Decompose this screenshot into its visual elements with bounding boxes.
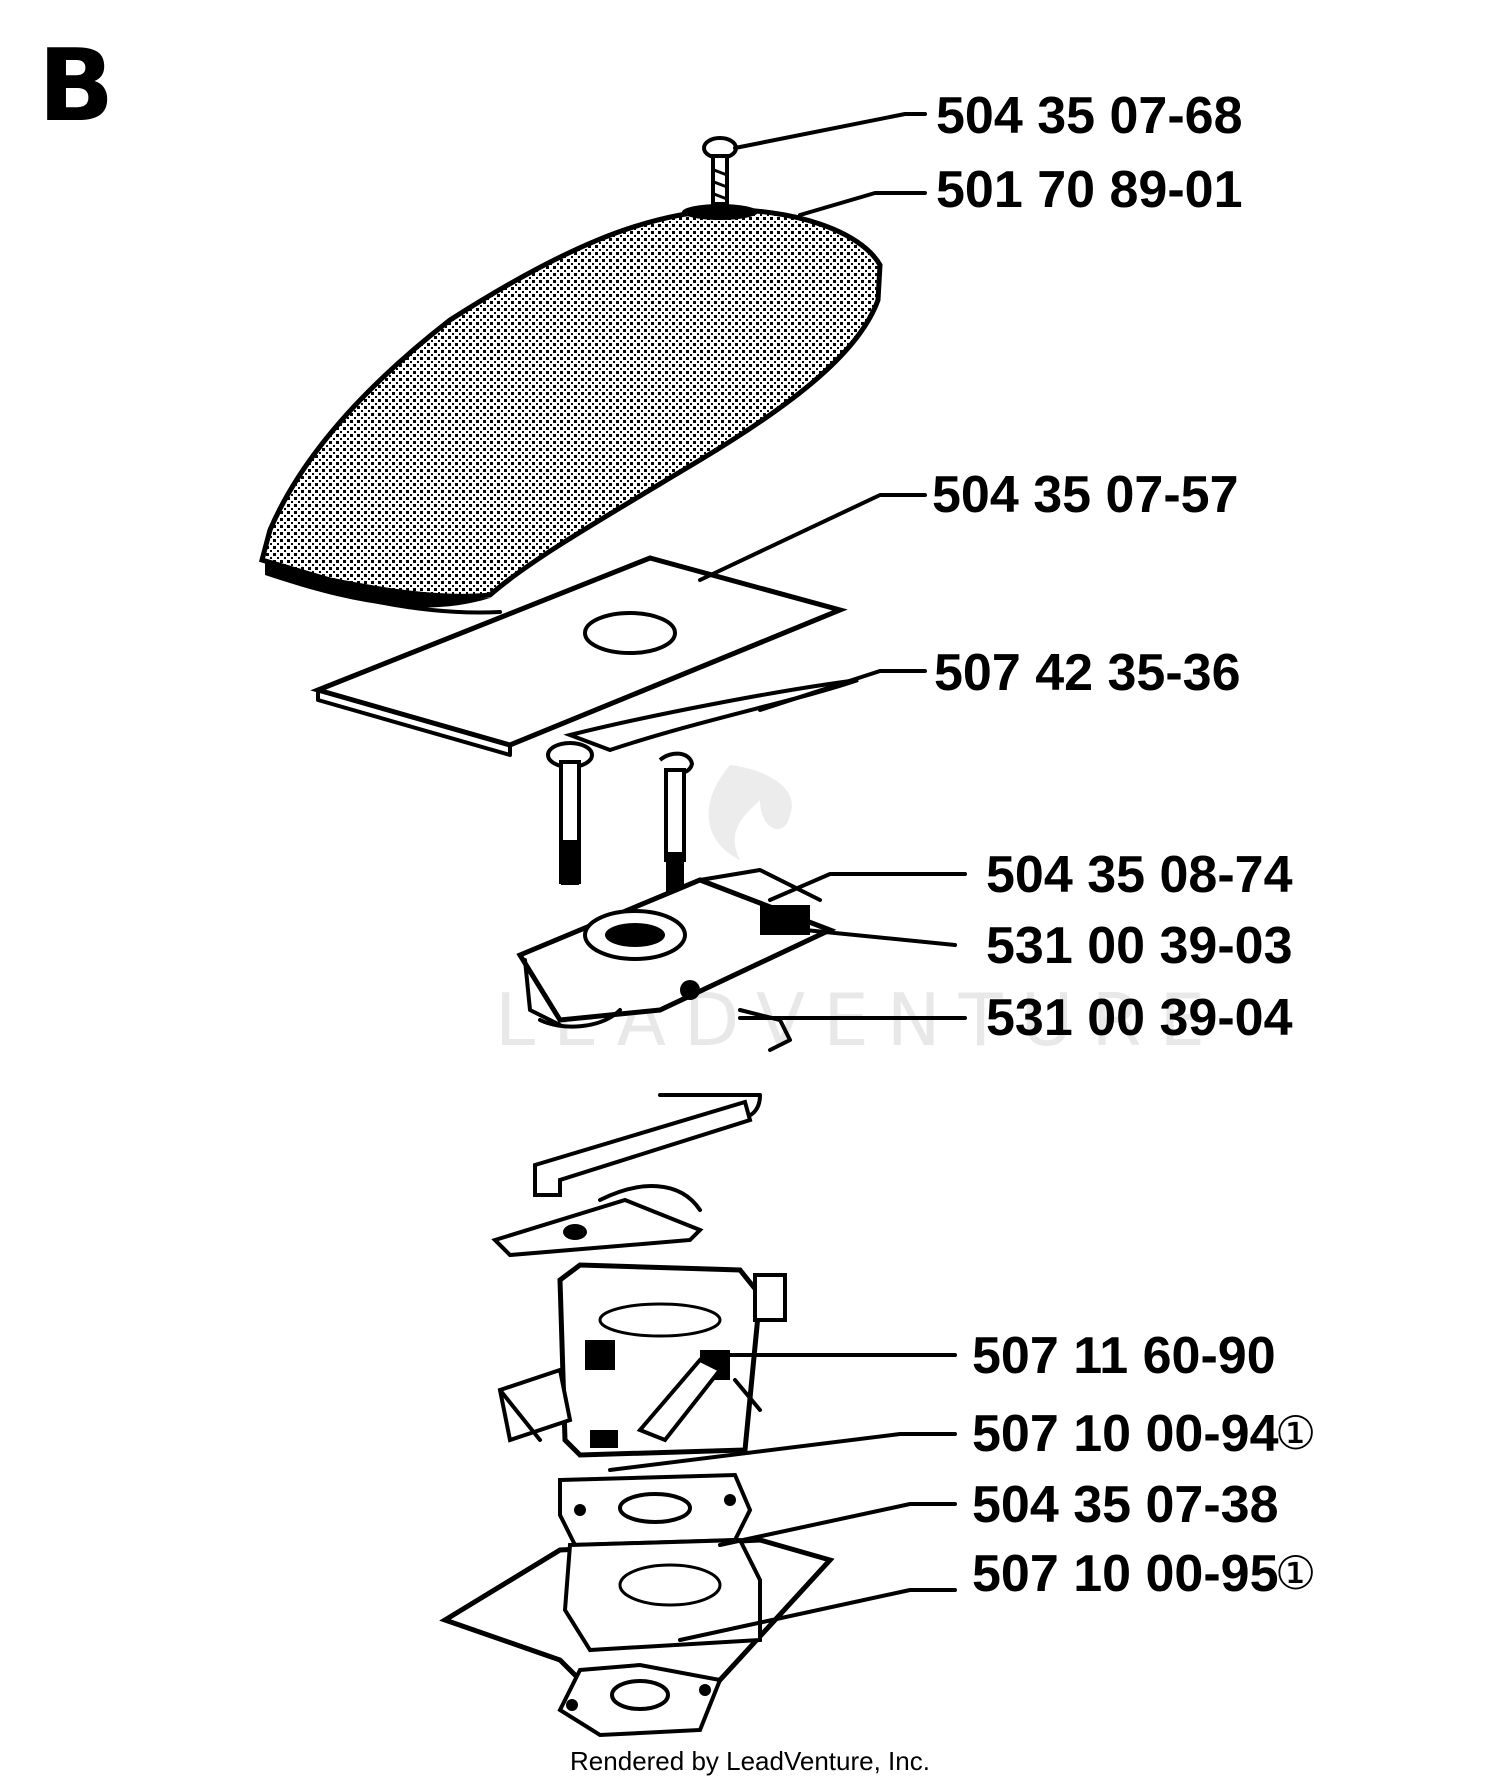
part-label-2: 501 70 89-01 xyxy=(936,161,1243,219)
part-label-8: 507 11 60-90 xyxy=(972,1327,1276,1385)
filter-screw-drawing xyxy=(702,136,738,206)
carburetor-drawing xyxy=(497,1262,787,1458)
studs-drawing xyxy=(546,741,695,900)
part-label-11: 507 10 00-95 xyxy=(972,1545,1279,1603)
leader-lines xyxy=(608,112,967,1642)
plate-drawing xyxy=(310,555,848,757)
part-labels: 504 35 07-68 501 70 89-01 504 35 07-57 5… xyxy=(932,87,1316,1603)
diaphragm-gasket-drawing xyxy=(558,1472,753,1548)
insulator-drawing xyxy=(491,1099,753,1258)
credit-text: Rendered by LeadVenture, Inc. xyxy=(570,1746,930,1776)
part-label-10: 504 35 07-38 xyxy=(972,1476,1279,1534)
part-label-3: 504 35 07-57 xyxy=(932,466,1239,524)
part-label-6: 531 00 39-03 xyxy=(986,917,1293,975)
pump-cover-drawing xyxy=(439,1537,835,1738)
part-label-9: 507 10 00-94 xyxy=(972,1405,1279,1463)
footnote-mark-9: ① xyxy=(1275,1406,1316,1460)
part-label-4: 507 42 35-36 xyxy=(934,644,1241,702)
part-label-1: 504 35 07-68 xyxy=(936,87,1243,145)
footnote-mark-11: ① xyxy=(1275,1546,1316,1600)
adapter-drawing xyxy=(516,868,837,1029)
part-label-5: 504 35 08-74 xyxy=(986,846,1293,904)
section-letter: B xyxy=(38,27,114,144)
air-filter-drawing xyxy=(258,204,883,615)
part-label-7: 531 00 39-04 xyxy=(986,989,1293,1047)
